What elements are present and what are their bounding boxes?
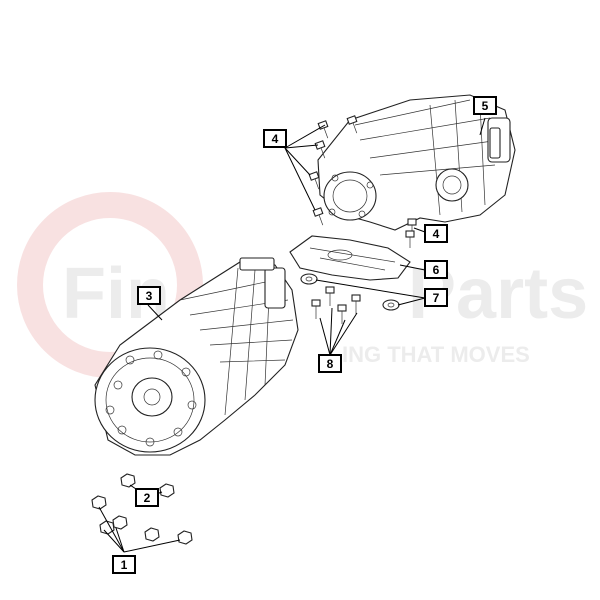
nuts-group-7 [300,273,400,311]
nuts-group-1 [91,495,193,545]
mount-bracket [289,235,411,281]
callout-7-label: 7 [433,291,440,305]
callout-7: 7 [424,288,448,307]
bolts-group-4-right [405,218,417,248]
callout-2-label: 2 [144,491,151,505]
callout-4-left-label: 4 [272,132,279,146]
callout-5-label: 5 [482,99,489,113]
transmission [94,257,299,456]
watermark: Fin Parts ING THAT MOVES [17,192,588,378]
callout-5: 5 [473,96,497,115]
callout-3: 3 [137,286,161,305]
bolts-group-8 [311,286,361,324]
bolts-group-4-left [308,115,358,226]
callout-1: 1 [112,555,136,574]
callout-3-label: 3 [146,289,153,303]
callout-6: 6 [424,260,448,279]
transfer-case [317,94,516,231]
callout-8-label: 8 [327,357,334,371]
callout-2: 2 [135,488,159,507]
callout-6-label: 6 [433,263,440,277]
callout-4-right: 4 [424,224,448,243]
watermark-tagline: ING THAT MOVES [342,342,530,367]
leader-lines [98,117,486,553]
nuts-group-2 [120,473,175,498]
callout-4-left: 4 [263,129,287,148]
callout-8: 8 [318,354,342,373]
callout-1-label: 1 [121,558,128,572]
callout-4-right-label: 4 [433,227,440,241]
